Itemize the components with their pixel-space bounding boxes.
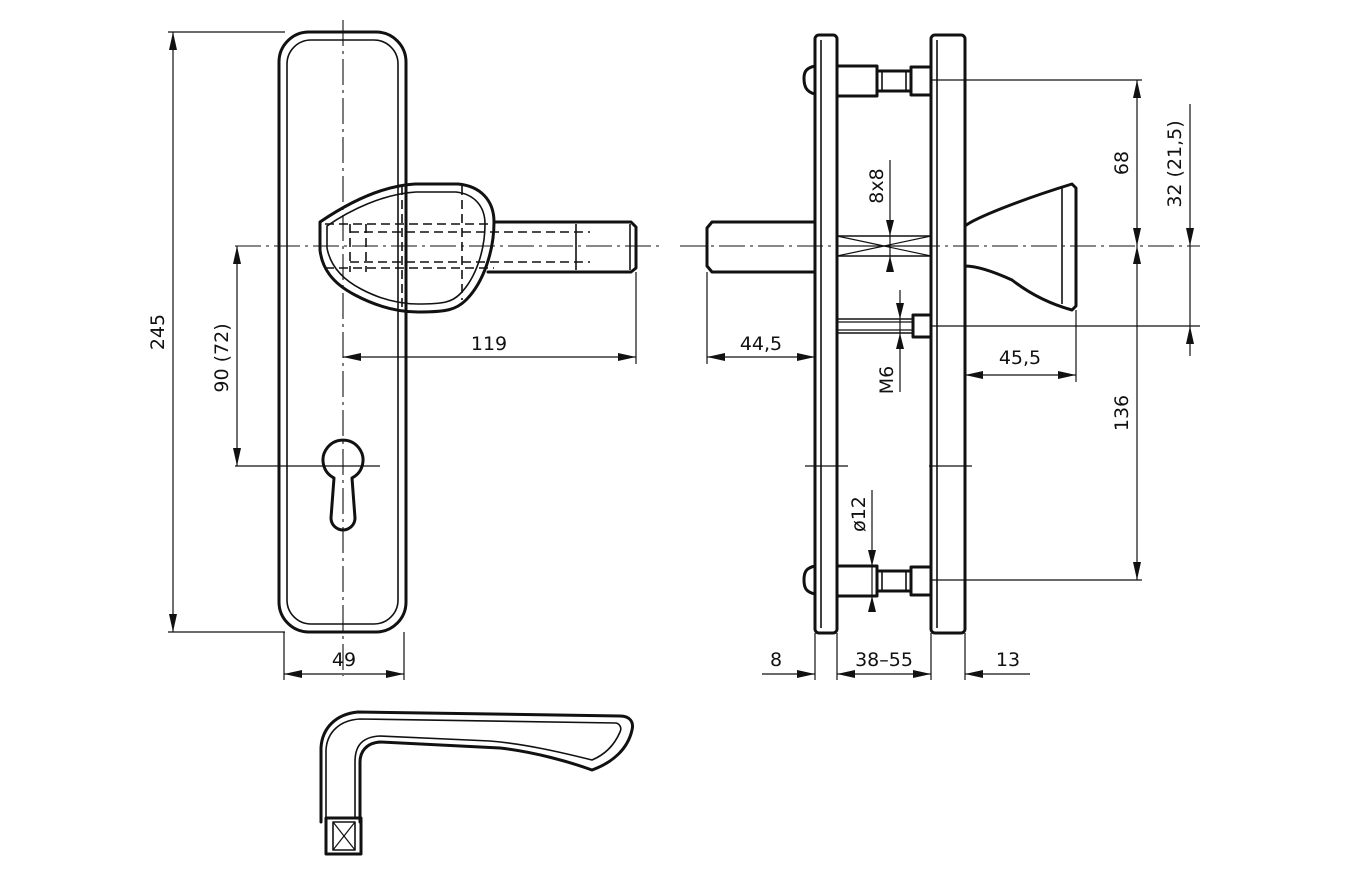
inner-plate	[929, 33, 967, 635]
dim-knob-offset: 32 (21,5)	[1164, 104, 1194, 356]
dim-upper-screw-offset: 68	[1111, 80, 1141, 246]
dim-door-thickness-label: 38–55	[855, 649, 913, 671]
dim-knob-projection-label: 45,5	[999, 347, 1041, 369]
dim-upper-screw-offset-label: 68	[1111, 151, 1133, 175]
dim-knob-offset-label: 32 (21,5)	[1164, 120, 1186, 207]
lever-profile	[319, 710, 634, 824]
dim-plate-thickness-inner: 13	[965, 649, 1030, 678]
lever-shaft	[486, 220, 638, 274]
dim-knob-projection: 45,5	[965, 310, 1077, 382]
lever-head	[318, 182, 496, 314]
side-view: 8x8 M6 ø12 44,5	[680, 33, 1200, 680]
dim-plate-thickness-outer: 8	[762, 649, 815, 678]
dim-lower-screw-offset-label: 136	[1111, 395, 1133, 431]
front-view: 245 90 (72) 119 49	[147, 20, 660, 680]
hidden-lines	[325, 186, 590, 310]
dim-plate-height-label: 245	[147, 314, 169, 350]
dim-screw-diameter-label: ø12	[848, 496, 870, 532]
outer-plate	[813, 33, 839, 635]
lower-screw	[802, 564, 933, 598]
dim-screw-diameter: ø12	[848, 490, 876, 612]
lever-profile-inner	[325, 718, 622, 818]
dim-plate-thickness-outer-label: 8	[770, 649, 782, 671]
dim-plate-thickness-inner-label: 13	[996, 649, 1020, 671]
dim-plate-width: 49	[283, 632, 405, 680]
dim-spindle-projection-label: 44,5	[740, 333, 782, 355]
upper-screw	[802, 64, 933, 98]
m6-screw	[836, 313, 933, 339]
dim-handle-height-label: 90 (72)	[211, 323, 233, 392]
knob	[963, 182, 1078, 312]
dim-spindle-projection: 44,5	[706, 272, 815, 364]
dim-lower-screw-offset: 136	[1111, 246, 1141, 580]
dim-square-spindle-label: 8x8	[866, 168, 888, 203]
square-spindle-inner	[332, 821, 356, 851]
dim-door-thickness: 38–55	[837, 649, 931, 678]
dim-screw-thread: M6	[876, 290, 904, 394]
square-spindle-end	[324, 816, 363, 856]
keyhole	[321, 438, 365, 532]
dim-screw-thread-label: M6	[876, 366, 898, 394]
lever-detail-view	[319, 710, 634, 856]
spindle-stub	[705, 220, 817, 274]
dim-plate-height: 245	[147, 31, 285, 633]
dim-plate-width-label: 49	[332, 649, 356, 671]
dim-lever-length-label: 119	[471, 333, 507, 355]
dim-lever-length: 119	[343, 272, 637, 364]
dim-square-spindle: 8x8	[866, 160, 894, 272]
dim-handle-height: 90 (72)	[211, 246, 241, 466]
